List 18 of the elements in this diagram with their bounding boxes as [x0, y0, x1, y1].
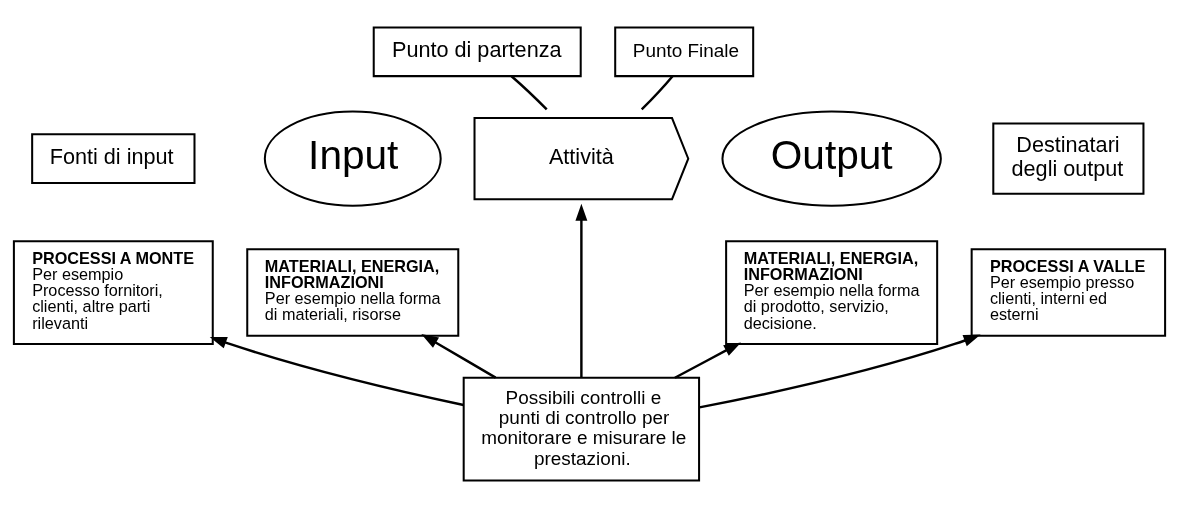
node-box: MATERIALI, ENERGIA, INFORMAZIONI Per esempio nella forma di prodotto, servizio, decisione. [725, 240, 939, 345]
node-box: Destinatari degli output [992, 122, 1145, 195]
connector [640, 75, 674, 111]
node-box: Punto di partenza [372, 26, 582, 78]
connector [510, 75, 548, 111]
node-box: MATERIALI, ENERGIA, INFORMAZIONI Per esempio nella forma di materiali, risorse [246, 248, 460, 337]
node-box: Fonti di input [31, 133, 196, 184]
node-box: Punto Finale [614, 26, 755, 78]
node-box: PROCESSI A MONTE Per esempio Processo fornitori, clienti, altre parti rilevanti [12, 240, 214, 345]
node-box: PROCESSI A VALLE Per esempio presso clienti, interni ed esterni [970, 248, 1167, 337]
arrow [699, 334, 981, 409]
node-ellipse: Input [263, 110, 442, 207]
node-ellipse: Output [721, 110, 942, 207]
arrow [575, 203, 588, 378]
arrow [421, 334, 497, 379]
arrow [209, 336, 464, 407]
arrow [674, 342, 742, 379]
node-box: Possibili controlli e punti di controllo per monitorare e misurare le prestazioni. [462, 376, 701, 482]
